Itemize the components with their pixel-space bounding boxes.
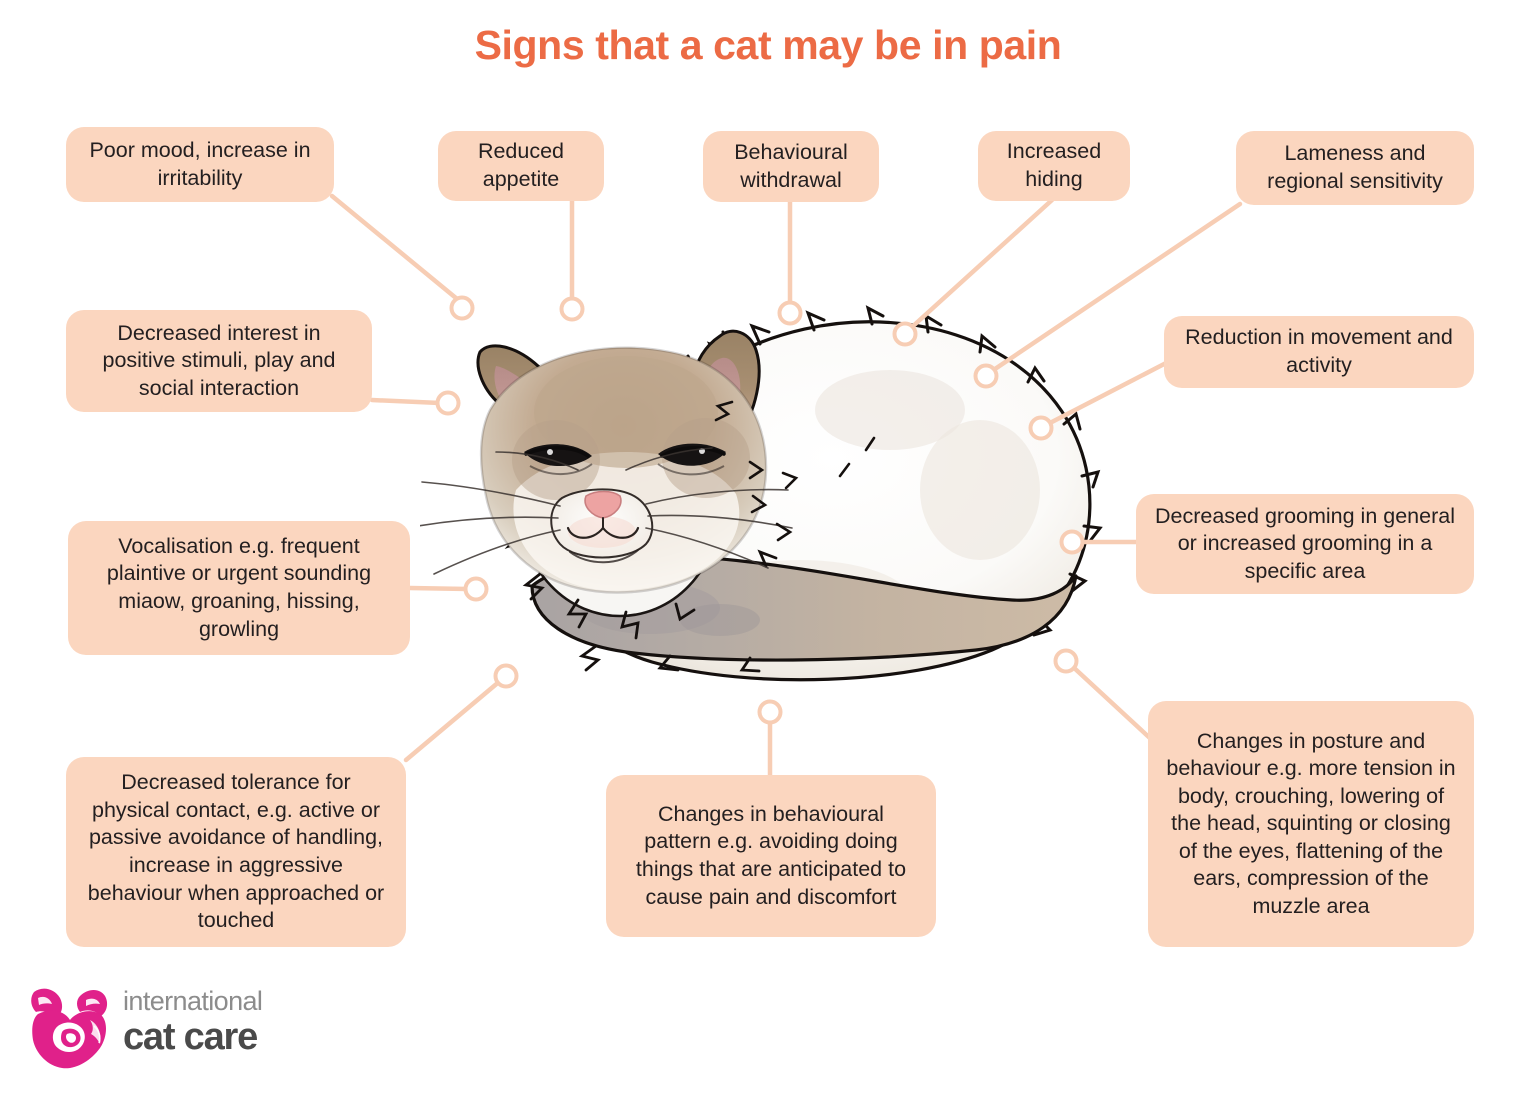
- callout-behavioural-pattern[interactable]: Changes in behavioural pattern e.g. avoi…: [606, 775, 936, 937]
- callout-text: Reduced appetite: [477, 139, 565, 191]
- callout-text: Decreased tolerance for physical contact…: [87, 770, 385, 933]
- callout-increased-hiding[interactable]: Increased hiding: [978, 131, 1130, 201]
- connector-endpoint: [1053, 648, 1079, 674]
- connector-endpoint: [463, 576, 489, 602]
- callout-poor-mood[interactable]: Poor mood, increase in irritability: [66, 127, 334, 202]
- callout-text: Changes in behavioural pattern e.g. avoi…: [635, 801, 907, 909]
- connector-endpoint: [892, 321, 918, 347]
- callout-decreased-grooming[interactable]: Decreased grooming in general or increas…: [1136, 494, 1474, 594]
- callout-text: Decreased grooming in general or increas…: [1155, 503, 1455, 583]
- connector-endpoint: [1059, 529, 1085, 555]
- logo-line-cat-care: cat care: [123, 1016, 258, 1058]
- connector-endpoint: [493, 663, 519, 689]
- page-title: Signs that a cat may be in pain: [474, 22, 1062, 68]
- callout-reduction-movement[interactable]: Reduction in movement and activity: [1164, 316, 1474, 388]
- callout-text: Increased hiding: [1006, 139, 1102, 191]
- connector-endpoint: [777, 300, 803, 326]
- callout-text: Changes in posture and behaviour e.g. mo…: [1166, 728, 1456, 918]
- callout-decreased-tolerance[interactable]: Decreased tolerance for physical contact…: [66, 757, 406, 947]
- callout-text: Reduction in movement and activity: [1185, 325, 1453, 377]
- callout-vocalisation[interactable]: Vocalisation e.g. frequent plaintive or …: [68, 521, 410, 655]
- callout-text: Lameness and regional sensitivity: [1267, 141, 1443, 193]
- connector-endpoint: [559, 296, 585, 322]
- logo-line-international: international: [123, 986, 263, 1016]
- connector-endpoint: [435, 390, 461, 416]
- callout-text: Vocalisation e.g. frequent plaintive or …: [106, 533, 372, 641]
- cat-head-logo-icon: [31, 988, 108, 1069]
- callout-decreased-interest[interactable]: Decreased interest in positive stimuli, …: [66, 310, 372, 412]
- callout-behavioural-withdrawal[interactable]: Behavioural withdrawal: [703, 131, 879, 202]
- callout-text: Decreased interest in positive stimuli, …: [102, 320, 336, 400]
- international-cat-care-logo: international cat care: [28, 982, 328, 1078]
- callout-lameness[interactable]: Lameness and regional sensitivity: [1236, 131, 1474, 205]
- callout-text: Behavioural withdrawal: [734, 139, 848, 192]
- cat-illustration: [417, 300, 1120, 720]
- connector-endpoint: [973, 363, 999, 389]
- connector-endpoint: [757, 699, 783, 725]
- callout-text: Poor mood, increase in irritability: [89, 137, 311, 190]
- callout-posture-behaviour[interactable]: Changes in posture and behaviour e.g. mo…: [1148, 701, 1474, 947]
- connector-endpoint: [1028, 415, 1054, 441]
- connector-endpoint: [449, 295, 475, 321]
- callout-reduced-appetite[interactable]: Reduced appetite: [438, 131, 604, 201]
